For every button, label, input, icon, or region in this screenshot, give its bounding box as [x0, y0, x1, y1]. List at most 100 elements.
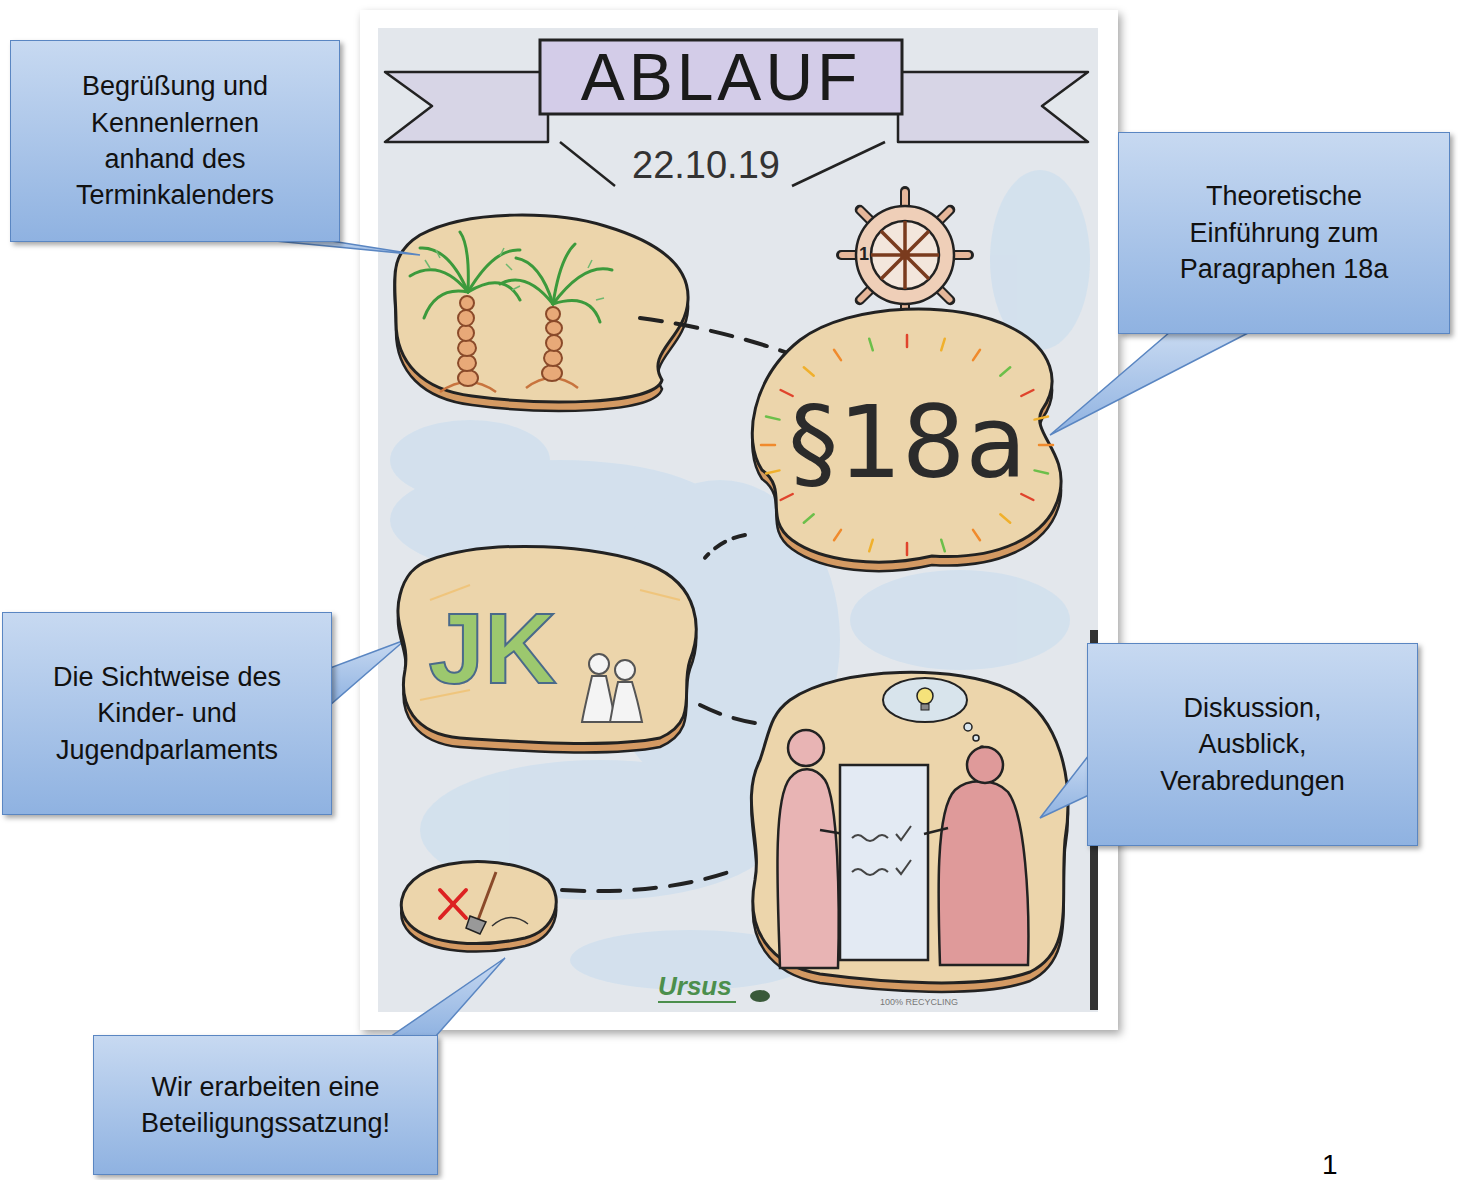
paper-note: 100% RECYCLING: [880, 998, 958, 1008]
island-shape-part: [1035, 470, 1049, 473]
treasure-island-part: [401, 862, 556, 944]
palm-island-part-part: [424, 291, 468, 318]
meeting-island-part: [917, 688, 933, 704]
callout-pointers-part: [330, 640, 405, 705]
callout-pointers-part: [265, 240, 420, 255]
ship-wheel-part: [842, 192, 968, 318]
island-shape-part: [973, 350, 980, 360]
palm-island-part-part: [544, 350, 562, 366]
island-shape-part-part: [589, 654, 609, 674]
callout-text: Diskussion, Ausblick, Verabredungen: [1148, 690, 1358, 799]
title-banner-part: [898, 72, 1088, 142]
meeting-island: [751, 672, 1068, 992]
ship-wheel-part: [871, 221, 939, 289]
brand-mark-part: [658, 1001, 736, 1003]
callout-text: Die Sichtweise des Kinder- und Jugendpar…: [40, 659, 295, 768]
title-banner-part: [540, 40, 902, 114]
title-banner-part: [385, 72, 548, 142]
palm-island-part-part: [516, 258, 553, 304]
palm-island-part-part: [460, 296, 474, 310]
ship-wheel-part-part: [881, 231, 929, 279]
island-shape-part: [752, 309, 1061, 562]
dashed-connector: [705, 535, 745, 558]
wheel-number: 1: [859, 245, 869, 265]
island-shape-part: [398, 546, 696, 743]
ship-wheel-part-part: [900, 191, 910, 206]
dashed-route-part: [700, 705, 762, 724]
meeting-island-part: [777, 769, 838, 968]
parliament-island: JK: [390, 535, 705, 760]
ship-wheel-part-part: [881, 231, 929, 279]
meeting-island-part-part: [896, 860, 911, 874]
ship-wheel-part-part: [955, 252, 968, 258]
callout-box: Theoretische Einführung zum Paragraphen …: [1118, 132, 1450, 334]
treasure-island-part: [492, 917, 528, 926]
meeting-island-part: [883, 678, 967, 722]
treasure-island-part: [478, 872, 496, 920]
callout-box: Begrüßung und Kennenlernen anhand des Te…: [10, 40, 340, 242]
island-shape-part: [973, 530, 980, 540]
brand-mark-part: [750, 990, 770, 1002]
meeting-island-part: [924, 828, 948, 834]
palm-island-part: [425, 248, 604, 300]
meeting-island-part: [921, 704, 929, 710]
flipchart-sheet-part-part: [390, 420, 550, 500]
island-shape-part: [761, 444, 775, 447]
dashed-route-part: [562, 870, 735, 891]
meeting-island-part: [964, 723, 972, 731]
ship-wheel-part-part: [861, 211, 870, 220]
page-number: 1: [1322, 1150, 1338, 1180]
title-banner: [385, 40, 1088, 186]
ship-wheel-part-part: [841, 250, 856, 260]
ship-wheel-part-part: [954, 250, 969, 260]
flipchart-sheet-part: [360, 10, 1118, 1030]
treasure-island-part: [440, 890, 466, 918]
palm-island-part-part: [460, 232, 468, 292]
palm-island: [395, 215, 688, 411]
ship-wheel-part-part: [940, 210, 951, 221]
palm-island-part-part: [458, 340, 476, 356]
palm-island-part: [395, 215, 688, 402]
meeting-island-part-part: [896, 826, 911, 840]
flipchart-sheet-part: [390, 170, 1090, 990]
paragraph-island: §18a: [745, 300, 1070, 585]
island-shape-part: [766, 470, 780, 473]
meeting-island-part-part: [852, 835, 888, 841]
island-shape-part: [941, 540, 945, 552]
island-shape-part: [906, 543, 909, 555]
island-shape-part: [1035, 417, 1049, 420]
callout-pointers-part: [390, 958, 505, 1037]
callout-pointers-part: [1040, 755, 1089, 818]
title-banner-part: [560, 142, 615, 186]
palm-island-part-part: [458, 325, 474, 341]
palm-island-part-part: [458, 370, 478, 386]
ship-wheel-part: [864, 214, 947, 297]
palm-island-part-part: [420, 248, 468, 292]
island-shape-part: [804, 514, 814, 523]
island-shape-part: [766, 417, 780, 420]
island-shape-part: [869, 339, 873, 351]
callout-pointers-part: [1050, 332, 1250, 435]
meeting-island-part: [788, 730, 824, 766]
ship-wheel-part: [841, 191, 969, 319]
ship-wheel-part: [856, 206, 954, 304]
meeting-island-part: [967, 747, 1003, 783]
callout-text: Theoretische Einführung zum Paragraphen …: [1167, 178, 1402, 287]
island-shape-part: [582, 654, 642, 722]
ship-wheel-part-part: [842, 252, 855, 258]
island-shape-part: [834, 350, 841, 360]
meeting-island-part: [840, 765, 928, 960]
palm-island-part-part: [542, 365, 562, 381]
meeting-island-part: [852, 826, 911, 875]
palm-island-part-part: [546, 335, 562, 351]
ship-wheel-part-part: [861, 290, 870, 299]
meeting-island-part: [973, 735, 979, 741]
callout-pointers: [265, 240, 1250, 1037]
title-banner-part: [792, 142, 885, 186]
palm-island-part: [410, 232, 612, 322]
palm-island-part-part: [546, 321, 562, 335]
island-shape-part: [834, 530, 841, 540]
island-shape-part: [1039, 444, 1053, 447]
date-label: 22.10.19: [632, 145, 780, 187]
